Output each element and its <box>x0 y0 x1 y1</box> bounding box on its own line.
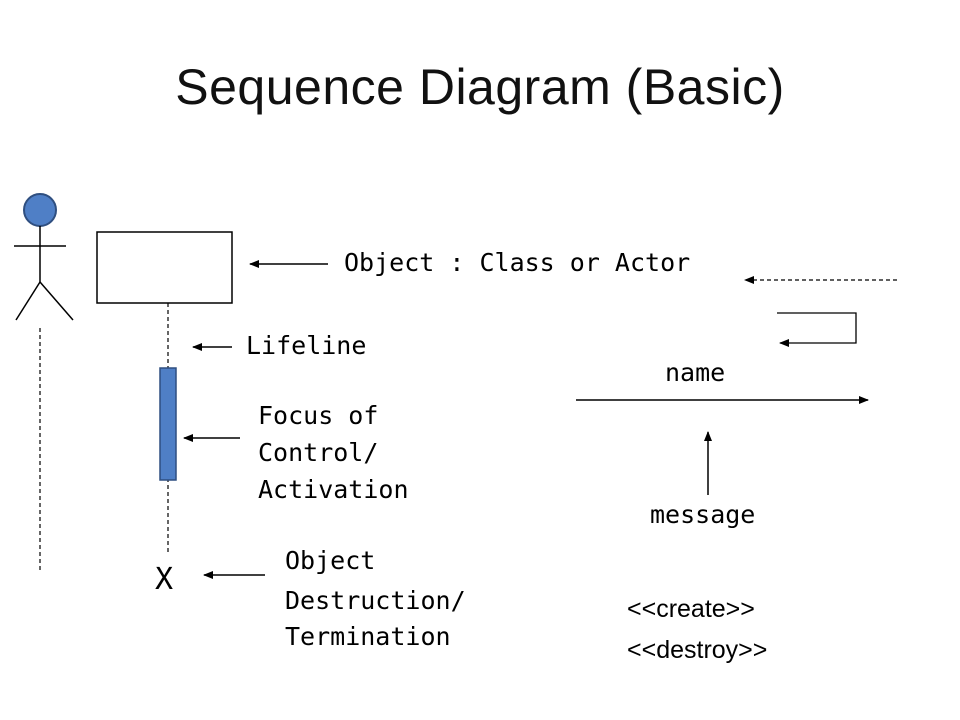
self-message-arrow <box>777 312 857 347</box>
focus-label-line1: Focus of <box>258 401 379 430</box>
destruction-mark: X <box>155 562 173 597</box>
focus-label-line3: Activation <box>258 475 409 504</box>
object-box <box>96 231 233 304</box>
destroy-stereotype: <<destroy>> <box>627 636 768 664</box>
object-label: Object : Class or Actor <box>344 248 691 277</box>
create-stereotype: <<create>> <box>627 595 755 623</box>
actor-icon <box>14 193 74 321</box>
message-name-label: name <box>665 358 726 387</box>
destruction-label-line2: Destruction/ <box>285 586 466 615</box>
destruction-label-line3: Termination <box>285 622 451 651</box>
actor-head <box>23 193 57 227</box>
focus-label-line2: Control/ <box>258 438 379 467</box>
lifeline-label: Lifeline <box>246 331 367 360</box>
page-title: Sequence Diagram (Basic) <box>175 59 785 115</box>
destruction-label-line1: Object <box>285 546 376 575</box>
activation-bar <box>159 367 177 481</box>
message-label: message <box>650 500 756 529</box>
